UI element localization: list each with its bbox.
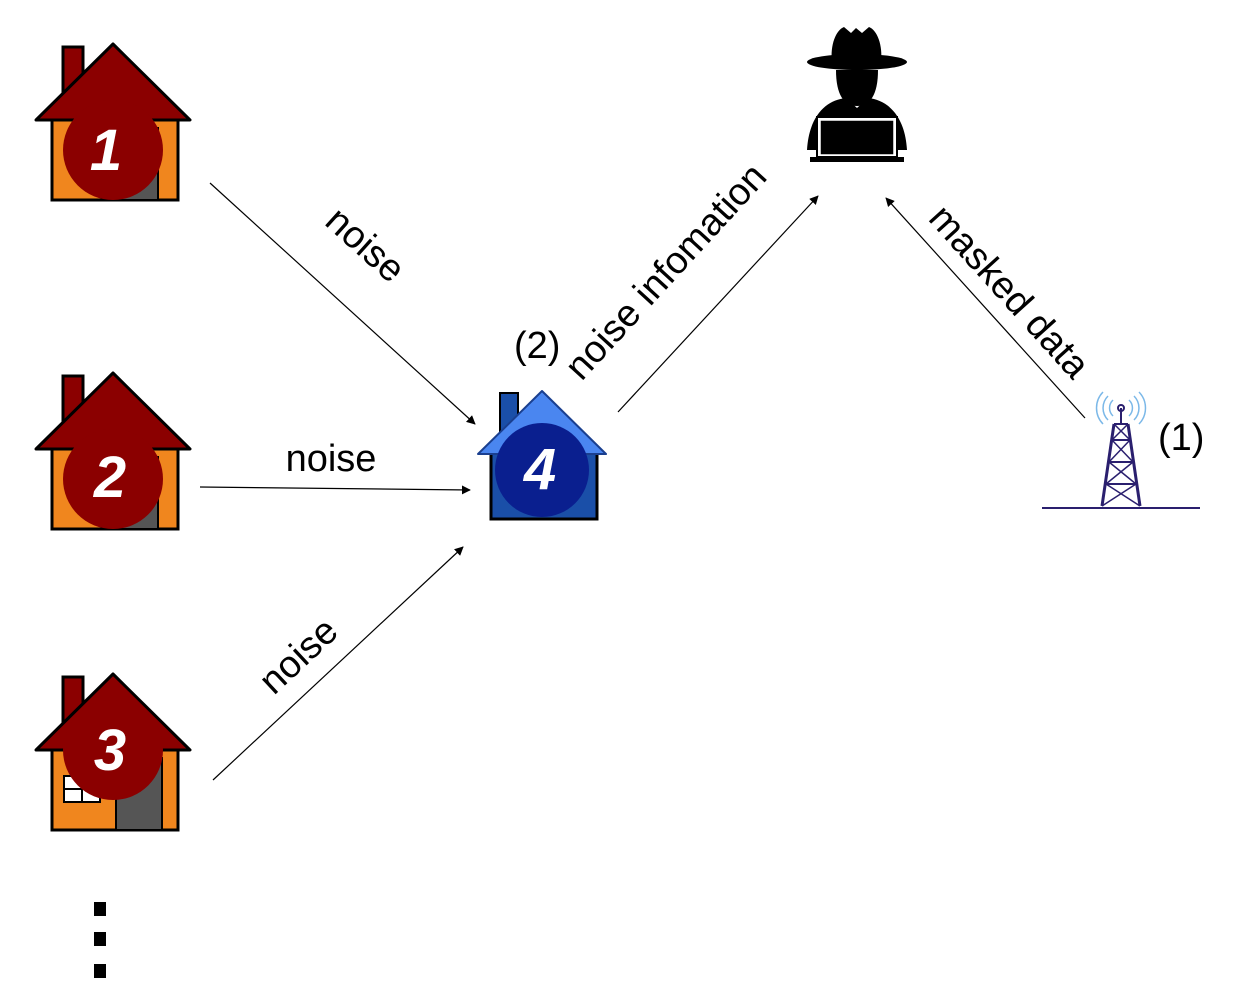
step-label-tower: (1): [1158, 417, 1204, 459]
arrow-aggregator-to-attacker: [617, 195, 819, 413]
house-badge: [63, 700, 163, 800]
house-badge: [63, 100, 163, 200]
edge-label-house3: noise: [251, 610, 346, 703]
house-2: 2: [34, 371, 192, 531]
edge-label-tower: masked data: [920, 197, 1098, 387]
arrow-house3-to-aggregator: [212, 546, 464, 781]
house-3: 3: [34, 672, 192, 832]
signal-waves: [1095, 391, 1147, 425]
house-number-1: 1: [90, 118, 122, 183]
house-1: 1: [34, 42, 192, 202]
arrow-tower-to-attacker: [885, 197, 1086, 419]
aggregator-house-4: 4: [477, 390, 607, 521]
edge-label-aggregator: noise infomation: [557, 156, 775, 388]
edge-label-house2: noise: [286, 438, 377, 480]
arrow-house2-to-aggregator: [199, 485, 471, 495]
house-number-3: 3: [94, 718, 126, 783]
vertical-ellipsis: [94, 902, 106, 978]
step-label-aggregator: (2): [514, 325, 560, 367]
hacker-icon: [807, 27, 907, 162]
house-number-4: 4: [523, 437, 556, 502]
house-number-2: 2: [93, 445, 126, 510]
arrows: [199, 182, 1086, 781]
edge-label-house1: noise: [317, 199, 413, 291]
house-badge: [495, 423, 589, 517]
arrow-house1-to-aggregator: [209, 182, 476, 425]
cell-tower-icon: [1042, 391, 1200, 509]
house-badge: [63, 429, 163, 529]
